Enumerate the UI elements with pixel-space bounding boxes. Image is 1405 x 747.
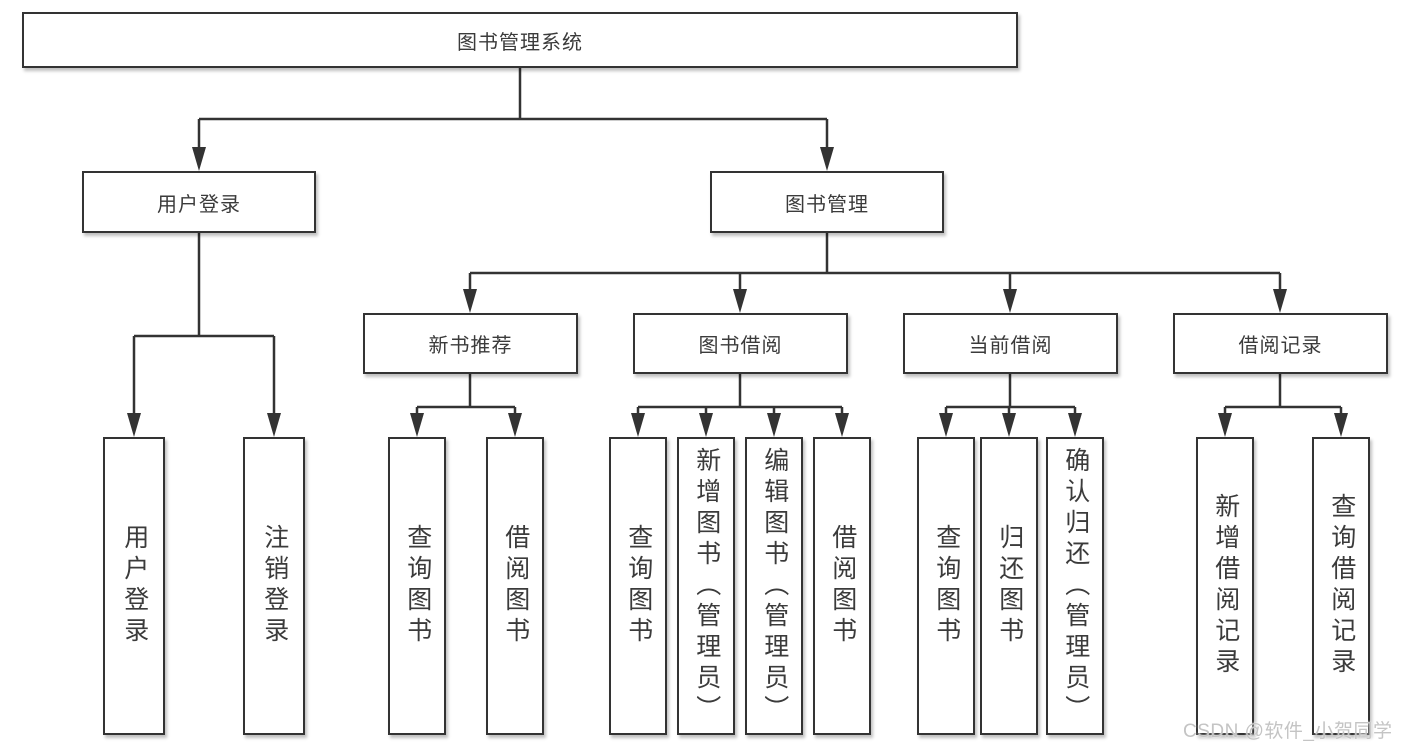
leaf-borrow-book: 借阅图书 (813, 437, 871, 735)
leaf-add-borrow-record: 新增借阅记录 (1196, 437, 1254, 735)
leaf-query-book-current: 查询图书 (917, 437, 975, 735)
leaf-user-login: 用户登录 (103, 437, 165, 735)
leaf-label: 查询图书 (624, 524, 653, 648)
node-borrow-record: 借阅记录 (1173, 313, 1388, 374)
leaf-label: 查询借阅记录 (1327, 493, 1356, 679)
leaf-borrow-book-recommend: 借阅图书 (486, 437, 544, 735)
node-current-borrow: 当前借阅 (903, 313, 1118, 374)
leaf-logout: 注销登录 (243, 437, 305, 735)
leaf-query-book-recommend: 查询图书 (388, 437, 446, 735)
leaf-label: 注销登录 (260, 524, 289, 648)
node-book-management: 图书管理 (710, 171, 944, 233)
leaf-label: 借阅图书 (501, 524, 530, 648)
leaf-label: 归还图书 (995, 524, 1024, 648)
leaf-confirm-return-admin: 确认归还（管理员） (1046, 437, 1104, 735)
node-new-book-recommend: 新书推荐 (363, 313, 578, 374)
leaf-label: 借阅图书 (828, 524, 857, 648)
leaf-label: 确认归还（管理员） (1061, 446, 1090, 726)
arrowheads (127, 147, 1348, 437)
node-book-borrow: 图书借阅 (633, 313, 848, 374)
node-user-login: 用户登录 (82, 171, 316, 233)
leaf-label: 用户登录 (120, 524, 149, 648)
csdn-watermark: CSDN @软件_小贺同学 (1183, 721, 1393, 742)
leaf-query-book-borrow: 查询图书 (609, 437, 667, 735)
node-root-system: 图书管理系统 (22, 12, 1018, 68)
leaf-label: 查询图书 (403, 524, 432, 648)
leaf-return-book: 归还图书 (980, 437, 1038, 735)
leaf-query-borrow-record: 查询借阅记录 (1312, 437, 1370, 735)
leaf-add-book-admin: 新增图书（管理员） (677, 437, 735, 735)
leaf-edit-book-admin: 编辑图书（管理员） (745, 437, 803, 735)
leaf-label: 查询图书 (932, 524, 961, 648)
leaf-label: 编辑图书（管理员） (760, 446, 789, 726)
leaf-label: 新增借阅记录 (1211, 493, 1240, 679)
leaf-label: 新增图书（管理员） (692, 446, 721, 726)
